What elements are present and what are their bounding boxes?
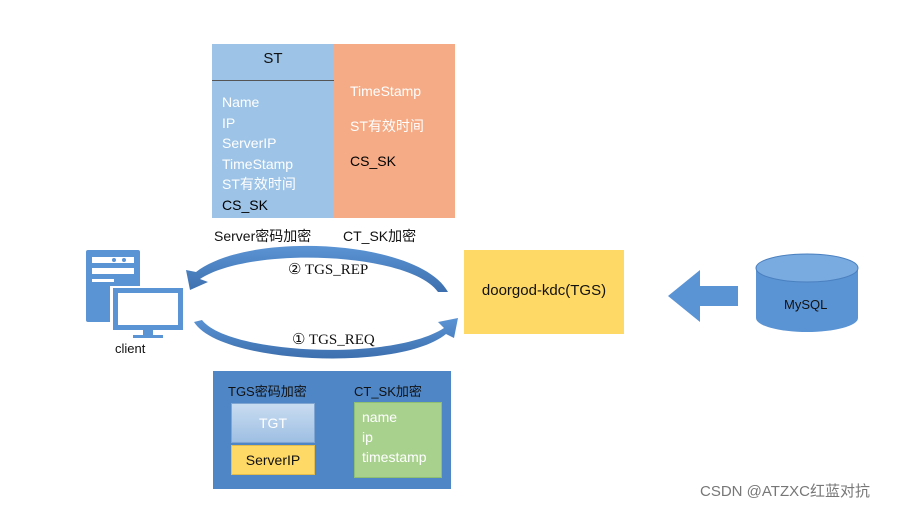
st-right-field-timestamp: TimeStamp [350, 83, 422, 99]
st-field-cs-sk: CS_SK [222, 196, 268, 213]
client-label: client [115, 341, 146, 356]
client-info-timestamp: timestamp [362, 449, 427, 465]
st-title: ST [263, 50, 283, 67]
tgt-block-right-caption: CT_SK加密 [354, 384, 422, 399]
st-right-field-cs-sk: CS_SK [350, 153, 396, 169]
st-field-validity: ST有效时间 [222, 176, 296, 193]
st-field-timestamp: TimeStamp [222, 155, 294, 172]
st-right-field-validity: ST有效时间 [350, 118, 424, 134]
client-info-ip: ip [362, 429, 373, 445]
st-right-caption: CT_SK加密 [343, 228, 417, 244]
st-left-fields: Name IP ServerIP TimeStamp ST有效时间 CS_SK [222, 92, 296, 216]
tgt-box: TGT [231, 403, 315, 443]
tgs-server-label: doorgod-kdc(TGS) [481, 282, 607, 299]
mysql-label: MySQL [784, 297, 828, 312]
st-field-ip: IP [222, 114, 236, 131]
st-right-panel [334, 44, 455, 218]
tgs-rep-label: ② TGS_REP [288, 262, 369, 278]
client-computer-icon [86, 250, 184, 338]
tgt-block-left-caption: TGS密码加密 [228, 384, 307, 399]
st-title-divider [212, 80, 334, 81]
st-left-caption: Server密码加密 [214, 228, 312, 244]
tgs-server-box [464, 250, 624, 334]
client-info-box: name ip timestamp [354, 402, 442, 478]
mysql-cylinder-icon [755, 253, 859, 332]
st-left-panel [212, 44, 335, 218]
st-field-name: Name [222, 94, 260, 110]
tgs-rep-arrow [186, 245, 448, 292]
client-info-name: name [362, 409, 398, 425]
mysql-to-tgs-arrow [668, 270, 738, 322]
st-field-serverip: ServerIP [222, 135, 277, 152]
serverip-box: ServerIP [231, 445, 315, 475]
tgs-req-label: ① TGS_REQ [292, 332, 375, 348]
watermark: CSDN @ATZXC红蓝对抗 [700, 483, 870, 500]
tgs-req-arrow [194, 318, 458, 359]
